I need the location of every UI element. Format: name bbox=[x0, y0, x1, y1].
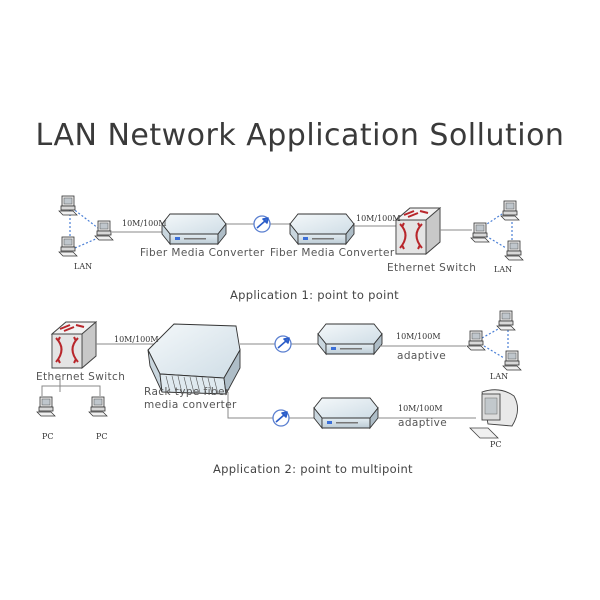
pc-icon bbox=[504, 240, 524, 261]
converter-label: Fiber Media Converter bbox=[140, 247, 265, 259]
pc-icon bbox=[94, 220, 114, 241]
fiber-media-converter-icon bbox=[317, 323, 383, 355]
fiber-media-converter-icon bbox=[161, 213, 227, 245]
fiber-connector-icon bbox=[274, 335, 292, 353]
pc-label: PC bbox=[42, 432, 54, 441]
lan-link bbox=[483, 345, 505, 359]
speed-label: 10M/100M bbox=[122, 219, 167, 228]
ethernet-switch-icon bbox=[51, 321, 97, 369]
switch-label: Ethernet Switch bbox=[387, 262, 477, 274]
app2-lan bbox=[466, 310, 522, 371]
fiber-connector-icon bbox=[272, 409, 290, 427]
fiber-media-converter-icon bbox=[289, 213, 355, 245]
speed-label: 10M/100M bbox=[356, 214, 401, 223]
switch-label: Ethernet Switch bbox=[36, 371, 126, 383]
pc-icon bbox=[58, 195, 78, 216]
mode-label: adaptive bbox=[398, 417, 448, 429]
lan-label: LAN bbox=[490, 372, 509, 381]
lan-link bbox=[74, 237, 99, 249]
pc-icon bbox=[36, 396, 56, 417]
fiber-connector-icon bbox=[253, 215, 271, 233]
pc-icon bbox=[58, 236, 78, 257]
app1-right-lan bbox=[470, 200, 524, 261]
pc-label: PC bbox=[490, 440, 502, 449]
rack-label-line2: media converter bbox=[144, 399, 237, 411]
mode-label: adaptive bbox=[397, 350, 447, 362]
pc-icon bbox=[466, 330, 486, 351]
lan-link bbox=[481, 327, 501, 339]
rack-label-line1: Rack type fiber bbox=[144, 386, 230, 398]
speed-label: 10M/100M bbox=[396, 332, 441, 341]
converter-label: Fiber Media Converter bbox=[270, 247, 395, 259]
application-2-caption: Application 2: point to multipoint bbox=[213, 462, 413, 476]
application-1-caption: Application 1: point to point bbox=[230, 288, 399, 302]
pc-icon bbox=[502, 350, 522, 371]
page-title: LAN Network Application Sollution bbox=[35, 118, 565, 153]
pc-label: PC bbox=[96, 432, 108, 441]
rack-converter-icon bbox=[147, 323, 241, 396]
pc-link bbox=[41, 378, 101, 396]
lan-link bbox=[71, 207, 99, 229]
pc-icon bbox=[88, 396, 108, 417]
lan-label: LAN bbox=[494, 265, 513, 274]
app1-left-lan bbox=[58, 195, 114, 257]
pc-icon bbox=[496, 310, 516, 331]
ethernet-switch-icon bbox=[395, 207, 441, 255]
pc-icon bbox=[500, 200, 520, 221]
pc-icon bbox=[470, 222, 490, 243]
fiber-media-converter-icon bbox=[313, 397, 379, 429]
lan-link bbox=[483, 213, 503, 227]
speed-label: 10M/100M bbox=[398, 404, 443, 413]
speed-label: 10M/100M bbox=[114, 335, 159, 344]
app2-pc-icon bbox=[469, 389, 518, 439]
lan-label: LAN bbox=[74, 262, 93, 271]
